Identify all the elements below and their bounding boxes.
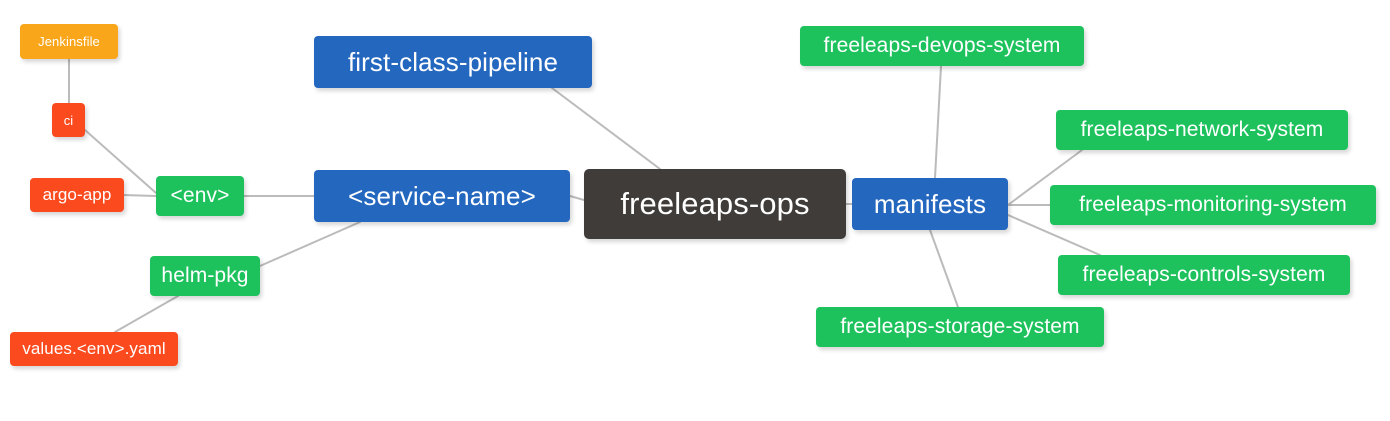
- mindmap-node-argo-app[interactable]: argo-app: [30, 178, 124, 212]
- mindmap-node-service-name[interactable]: <service-name>: [314, 170, 570, 222]
- edge-manifests-to-devops-system: [934, 65, 942, 179]
- mindmap-node-manifests[interactable]: manifests: [852, 178, 1008, 230]
- mindmap-node-controls-system[interactable]: freeleaps-controls-system: [1058, 255, 1350, 295]
- mindmap-node-helm-pkg[interactable]: helm-pkg: [150, 256, 260, 296]
- edge-helm-pkg-to-service-name: [259, 221, 361, 267]
- edge-first-class-pipeline-to-freeleaps-ops: [551, 87, 661, 170]
- mindmap-node-first-class-pipeline[interactable]: first-class-pipeline: [314, 36, 592, 88]
- edge-argo-app-to-env: [123, 194, 157, 197]
- mindmap-node-storage-system[interactable]: freeleaps-storage-system: [816, 307, 1104, 347]
- mindmap-node-network-system[interactable]: freeleaps-network-system: [1056, 110, 1348, 150]
- mindmap-node-values-env-yaml[interactable]: values.<env>.yaml: [10, 332, 178, 366]
- edge-values-env-yaml-to-helm-pkg: [114, 295, 179, 333]
- mindmap-node-monitoring-system[interactable]: freeleaps-monitoring-system: [1050, 185, 1376, 225]
- edge-service-name-to-freeleaps-ops: [569, 195, 585, 201]
- edge-manifests-to-storage-system: [929, 229, 959, 308]
- mindmap-node-jenkinsfile[interactable]: Jenkinsfile: [20, 24, 118, 59]
- mindmap-node-devops-system[interactable]: freeleaps-devops-system: [800, 26, 1084, 66]
- mindmap-node-freeleaps-ops[interactable]: freeleaps-ops: [584, 169, 846, 239]
- mindmap-node-ci[interactable]: ci: [52, 103, 85, 137]
- mindmap-node-env[interactable]: <env>: [156, 176, 244, 216]
